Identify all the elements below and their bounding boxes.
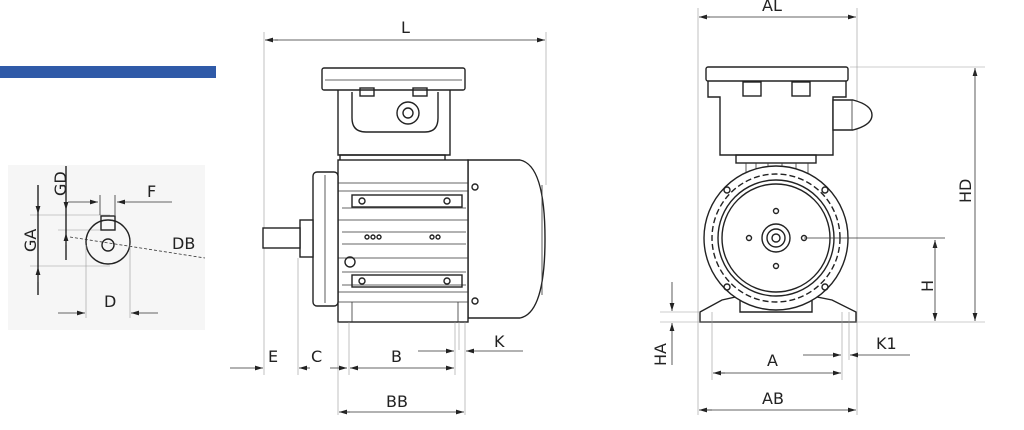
- shaft-detail: GD F GA DB D: [8, 165, 206, 330]
- label-k1: K1: [876, 334, 897, 353]
- label-hd: HD: [956, 179, 975, 203]
- label-k: K: [494, 332, 505, 351]
- label-ha: HA: [651, 343, 670, 366]
- motor-side-view: L E C B K BB: [230, 18, 547, 415]
- label-e: E: [268, 347, 278, 366]
- label-gd: GD: [51, 171, 70, 196]
- motor-front-view: AL HD H HA A K1 AB: [651, 0, 985, 415]
- label-f: F: [147, 182, 156, 201]
- label-ab: AB: [762, 389, 784, 408]
- label-h: H: [918, 280, 937, 292]
- label-db: DB: [172, 234, 195, 253]
- label-al: AL: [762, 0, 782, 15]
- accent-bar: [0, 66, 216, 78]
- label-b: B: [391, 347, 402, 366]
- label-ga: GA: [21, 229, 40, 252]
- label-a: A: [767, 351, 778, 370]
- label-d: D: [104, 292, 116, 311]
- label-c: C: [311, 347, 322, 366]
- label-l: L: [401, 18, 410, 37]
- label-bb: BB: [386, 392, 408, 411]
